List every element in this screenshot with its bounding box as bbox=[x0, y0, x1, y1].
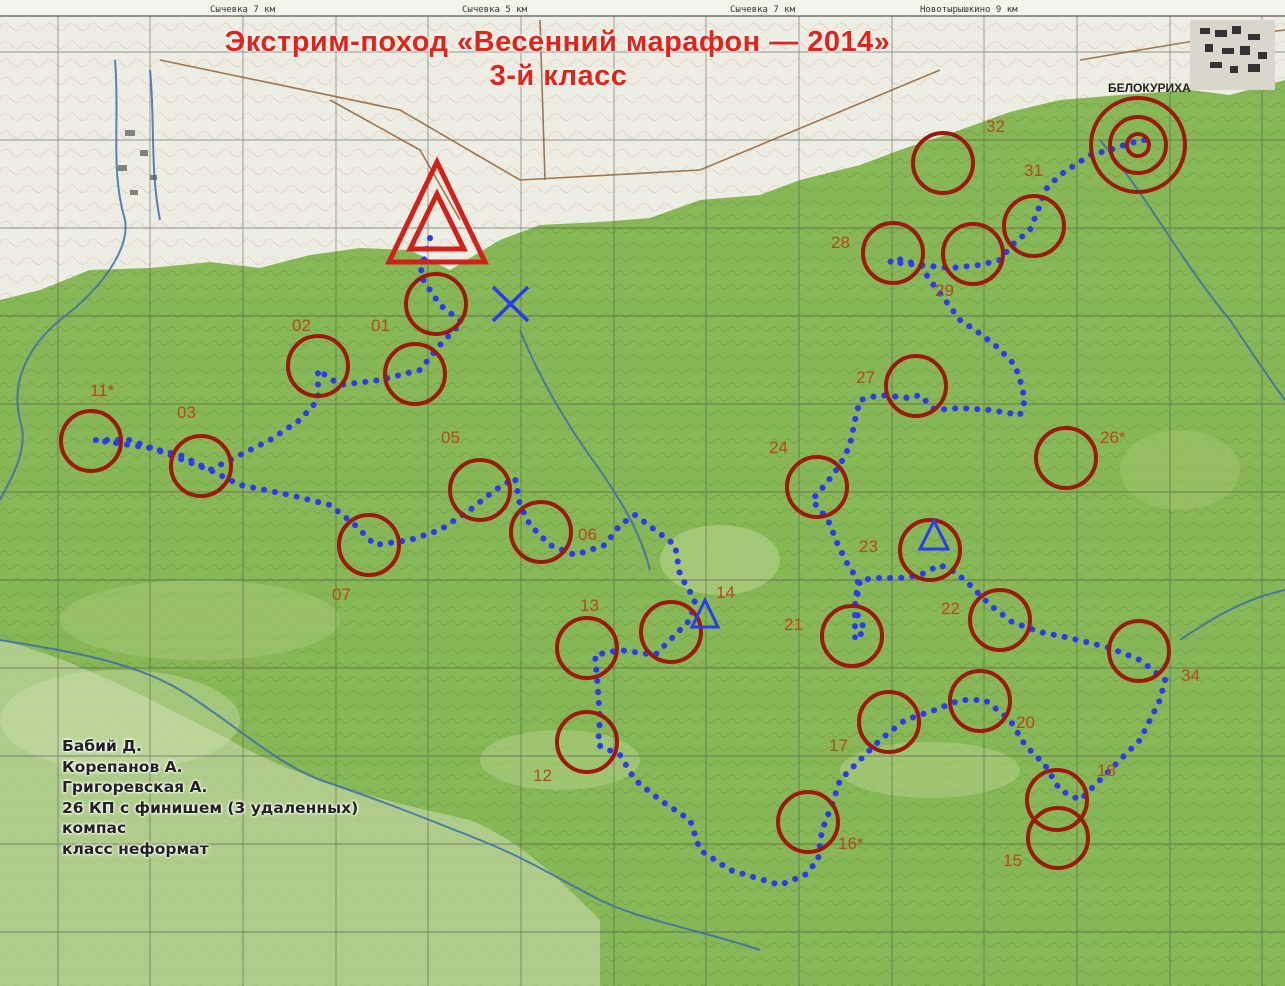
cp-ring-finish-center bbox=[1125, 132, 1151, 158]
cp-ring-20 bbox=[948, 669, 1012, 733]
cp-ring-28 bbox=[861, 221, 925, 285]
top-label-1: Сычевка 7 км bbox=[210, 5, 276, 15]
cp-label-03: 03 bbox=[177, 403, 196, 422]
cp-label-34: 34 bbox=[1181, 666, 1200, 685]
cp-ring-27 bbox=[884, 354, 948, 418]
cp-ring-11 bbox=[59, 409, 123, 473]
cp-label-32: 32 bbox=[986, 117, 1005, 136]
cp-ring-01 bbox=[404, 272, 468, 336]
cp-ring-22 bbox=[968, 588, 1032, 652]
legend-line: класс неформат bbox=[62, 839, 209, 858]
cp-ring-31 bbox=[1002, 194, 1066, 258]
cp-ring-24 bbox=[785, 455, 849, 519]
cp-label-12: 12 bbox=[533, 766, 552, 785]
cp-ring-29 bbox=[941, 222, 1005, 286]
cp-ring-18 bbox=[1025, 768, 1089, 832]
cp-label-07: 07 bbox=[332, 585, 351, 604]
cp-label-17: 17 bbox=[829, 736, 848, 755]
cp-label-14: 14 bbox=[716, 583, 735, 602]
cp-ring-07 bbox=[337, 513, 401, 577]
cp-label-27: 27 bbox=[856, 368, 875, 387]
route-path bbox=[94, 137, 1169, 889]
cp-ring-finish-outer bbox=[1089, 96, 1187, 194]
cp-ring-05 bbox=[448, 458, 512, 522]
cp-ring-12 bbox=[555, 710, 619, 774]
cp-ring-21 bbox=[820, 604, 884, 668]
cp-label-29: 29 bbox=[935, 281, 954, 300]
cp-ring-17 bbox=[857, 690, 921, 754]
cp-label-02: 02 bbox=[292, 316, 311, 335]
map-subtitle: 3-й класс bbox=[489, 60, 628, 92]
legend-line: Григоревская А. bbox=[62, 778, 208, 796]
cp-ring-26 bbox=[1034, 426, 1098, 490]
cp-ring-14 bbox=[639, 600, 703, 664]
cp-label-06: 06 bbox=[578, 525, 597, 544]
cp-label-20: 20 bbox=[1016, 713, 1035, 732]
cp-label-31: 31 bbox=[1024, 161, 1043, 180]
top-label-4: Новотырышкино 9 км bbox=[920, 5, 1018, 15]
legend-line: компас bbox=[62, 819, 127, 837]
cp-ring-finish-inner bbox=[1108, 115, 1168, 175]
cp-ring-15 bbox=[1026, 806, 1090, 870]
cp-label-24: 24 bbox=[769, 438, 788, 457]
legend-line: 26 КП с финишем (3 удаленных) bbox=[62, 798, 359, 817]
checkpoint-rings bbox=[59, 96, 1187, 870]
cp-ring-06 bbox=[509, 500, 573, 564]
cp-label-01: 01 bbox=[371, 316, 390, 335]
blue-cross-icon bbox=[491, 285, 530, 323]
cp-label-28: 28 bbox=[831, 233, 850, 252]
town-label: БЕЛОКУРИХА bbox=[1108, 81, 1191, 95]
cp-label-22: 22 bbox=[941, 599, 960, 618]
cp-ring-23 bbox=[898, 518, 962, 582]
legend-line: Корепанов А. bbox=[62, 757, 183, 776]
top-label-3: Сычевка 7 км bbox=[730, 5, 796, 15]
cp-label-26: 26* bbox=[1100, 428, 1126, 447]
cp-label-21: 21 bbox=[784, 615, 803, 634]
top-label-2: Сычевка 5 км bbox=[462, 5, 528, 15]
cp-ring-32 bbox=[911, 131, 975, 195]
map-title: Экстрим-поход «Весенний марафон — 2014» bbox=[224, 26, 891, 58]
cp-label-23: 23 bbox=[859, 537, 878, 556]
team-legend: Бабий Д. Корепанов А. Григоревская А. 26… bbox=[62, 736, 358, 859]
cp-label-11: 11* bbox=[90, 381, 115, 400]
blue-triangle-icon-14 bbox=[689, 596, 721, 629]
legend-line: Бабий Д. bbox=[62, 737, 142, 755]
cp-ring-01b bbox=[383, 342, 447, 406]
cp-label-13: 13 bbox=[580, 596, 599, 615]
rivers bbox=[0, 59, 1285, 951]
red-double-triangle-icon bbox=[385, 156, 489, 265]
cp-ring-13 bbox=[555, 616, 619, 680]
cp-label-18: 18 bbox=[1097, 761, 1116, 780]
cp-ring-03 bbox=[169, 434, 233, 498]
cp-label-15: 15 bbox=[1003, 851, 1022, 870]
cp-ring-16 bbox=[776, 790, 840, 854]
checkpoint-labels: 01 02 03 05 06 07 11* 12 13 14 15 16* 17… bbox=[90, 117, 1200, 870]
cp-ring-02 bbox=[286, 334, 350, 398]
cp-label-05: 05 bbox=[441, 428, 460, 447]
blue-triangle-icon-23 bbox=[917, 517, 951, 551]
cp-label-16: 16* bbox=[838, 834, 864, 853]
town-belokurikha: БЕЛОКУРИХА bbox=[1108, 20, 1275, 95]
cp-ring-34 bbox=[1107, 619, 1171, 683]
